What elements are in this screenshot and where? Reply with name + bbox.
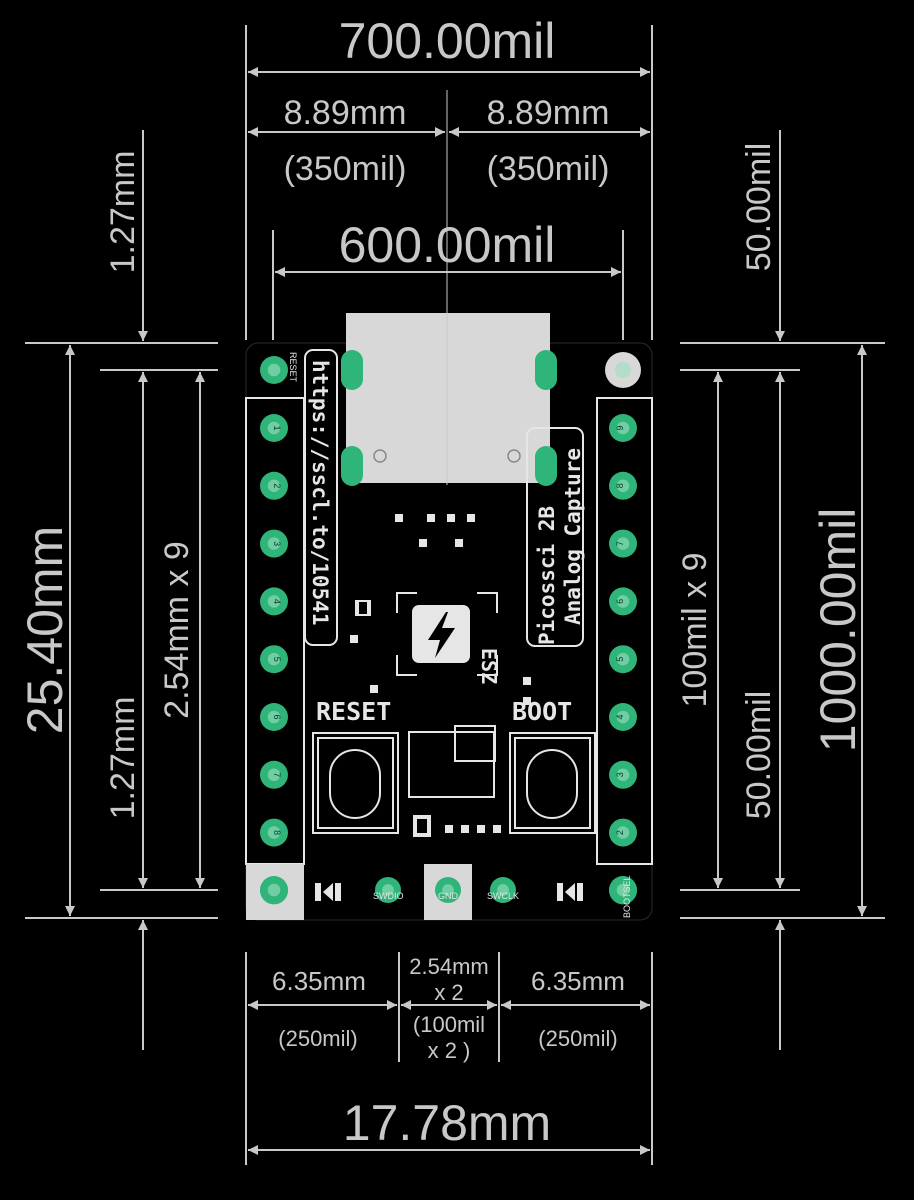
pcb-board [245,90,653,921]
smd-components [350,514,531,837]
pad-left-7-hole [267,768,281,782]
usb-shield-pad-1 [341,350,363,390]
dim-top-left-mm: 8.89mm [284,94,407,132]
pad-right-4-hole [616,710,630,724]
pad-right-label-8: 8 [615,483,625,488]
usb-mount-hole-1 [373,449,387,463]
url-text: https://sscl.to/10541 [308,360,332,626]
pad-left-1-hole [267,421,281,435]
dim-right-pitch: 100mil x 9 [676,553,714,708]
pad-left-label-2: 2 [272,483,282,488]
dim-bottom-left-mil: (250mil) [278,1026,357,1051]
dim-right-total: 1000.00mil [810,508,866,753]
usb-shield-pad-4 [535,446,557,486]
title-frame [526,427,584,647]
pad-left-bottom-hole [267,883,281,897]
reset-label: RESET [316,697,391,726]
dim-bottom-mid-line3: (100mil [413,1012,485,1037]
pad-right-5-hole [616,652,630,666]
pad-right-bootsel-hole [616,883,630,897]
pad-left-label-4: 4 [272,599,282,604]
silkscreen: https://sscl.to/10541 Picossci 2B Analog… [288,349,632,918]
dim-right-bottom-small: 50.00mil [740,691,778,820]
board-title-line2: Analog Capture [561,448,585,625]
usb-mount-hole-2 [507,449,521,463]
pad-right-6-hole [616,595,630,608]
dim-left-pitch: 2.54mm x 9 [158,541,196,719]
pad-right-label-3: 3 [615,772,625,777]
lightning-logo [396,592,498,676]
boot-button [509,732,596,834]
dim-bottom-left-mm: 6.35mm [272,966,366,996]
pad-gnd-hole [442,884,454,896]
pad-right-label-4: 4 [615,714,625,719]
swclk-label: SWCLK [487,891,519,901]
dim-bottom-mid-line2: x 2 [434,980,463,1005]
swdio-label: SWDIO [373,891,404,901]
pad-left-2-hole [267,479,281,493]
dim-bottom-right-mil: (250mil) [538,1026,617,1051]
dim-left-top-small: 1.27mm [104,151,142,274]
pad-swdio-hole [382,884,394,896]
pad-right-3-hole [616,768,630,782]
pad-left-label-8: 8 [272,830,282,835]
dimension-lines [25,25,885,1165]
crystal-component [408,725,496,798]
board-title-line1: Picossci 2B [535,506,559,645]
pad-right-8-hole [616,479,630,493]
reset-button [312,732,399,834]
pad-left-3-hole [267,537,281,550]
pad-right-label-7: 7 [615,541,625,546]
bootsel-pin-label: BOOTSEL [622,875,632,918]
pad-left-label-1: 1 [272,425,282,430]
pad-left-reset-hole [267,363,281,377]
boot-label: BOOT [512,697,572,726]
pad-right-label-9: 9 [615,425,625,430]
dim-top-right-mm: 8.89mm [487,94,610,132]
dim-bottom-total: 17.78mm [343,1095,551,1151]
dim-top-inner: 600.00mil [339,217,556,273]
pad-swclk-hole [497,884,509,896]
pad-right-label-2: 2 [615,830,625,835]
pad-right-label-5: 5 [615,657,625,662]
pad-left-5-hole [267,652,281,666]
dim-left-total: 25.40mm [17,526,73,734]
dim-bottom-mid-line4: x 2 ) [428,1038,471,1063]
dim-left-bottom-small: 1.27mm [104,697,142,820]
dim-top-right-mil: (350mil) [487,150,610,188]
pad-left-label-3: 3 [272,541,282,546]
pin-pads: 123456789987654321 [260,350,641,905]
reset-pin-label: RESET [288,352,298,383]
pad-right-label-6: 6 [615,599,625,604]
usb-connector [346,313,550,483]
pad-left-label-7: 7 [272,772,282,777]
pad-right-2-hole [616,826,630,839]
url-frame [304,349,338,646]
gnd-label: GND [438,891,459,901]
usb-shield-pad-3 [341,446,363,486]
dim-top-left-mil: (350mil) [284,150,407,188]
dimension-labels: 700.00mil 8.89mm (350mil) 8.89mm (350mil… [17,13,866,1151]
pad-left-4-hole [267,595,281,608]
dim-bottom-mid-line1: 2.54mm [409,954,488,979]
dim-bottom-right-mm: 6.35mm [531,966,625,996]
usb-shield-pad-2 [535,350,557,390]
right-header-outline [596,397,653,865]
pad-left-8-hole [267,826,281,839]
esz-label: ESZ [477,648,501,684]
dim-top-total: 700.00mil [339,13,556,69]
pad-right-top-hole [614,361,632,379]
pad-left-label-5: 5 [272,657,282,662]
dim-right-top-small: 50.00mil [740,143,778,272]
pad-right-7-hole [616,537,630,550]
pad-right-9-hole [616,421,630,435]
pad-left-label-6: 6 [272,714,282,719]
swd-arrow-markers [315,883,583,901]
pad-left-6-hole [267,710,281,724]
